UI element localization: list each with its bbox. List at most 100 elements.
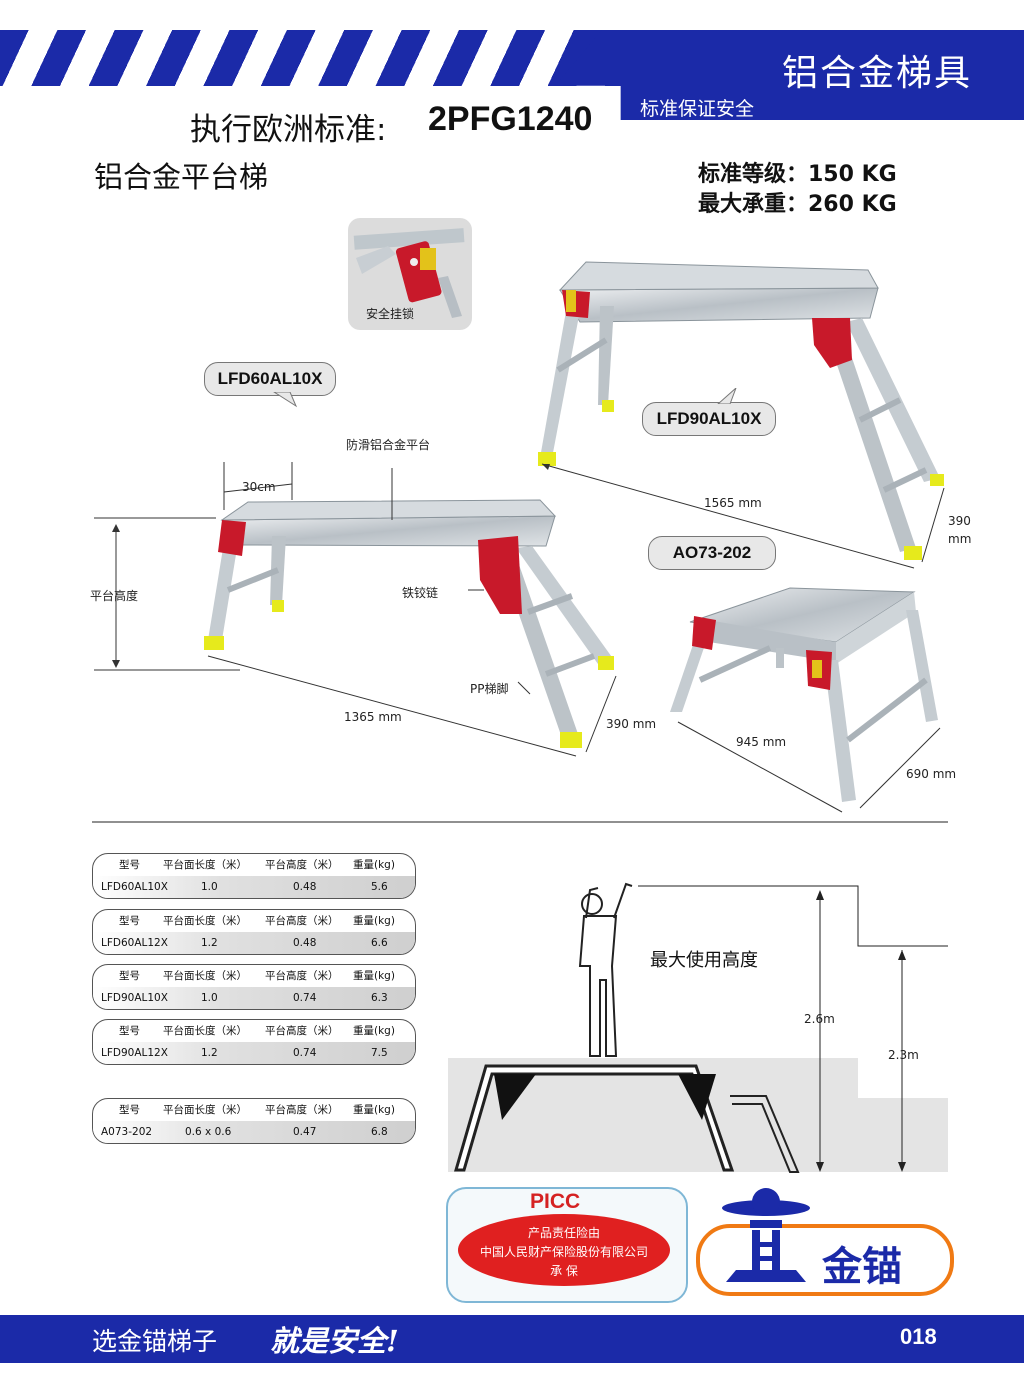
callout-model-b: LFD90AL10X: [642, 402, 776, 436]
footer-slogan: 选金锚梯子: [92, 1327, 218, 1356]
cell-weight: 5.6: [371, 881, 388, 893]
th-height: 平台高度（米）: [265, 970, 339, 982]
cell-weight: 7.5: [371, 1047, 388, 1059]
page-number: 018: [900, 1324, 937, 1349]
th-model: 型号: [119, 859, 140, 871]
th-length: 平台面长度（米）: [163, 859, 247, 871]
spec-table-2: 型号 平台面长度（米） 平台高度（米） 重量(kg) LFD60AL12X 1.…: [92, 909, 416, 955]
th-height: 平台高度（米）: [265, 1104, 339, 1116]
dim-1365-label: 1365 mm: [344, 710, 402, 724]
max-load: 最大承重：260 KG: [698, 192, 897, 217]
spec-table-5: 型号 平台面长度（米） 平台高度（米） 重量(kg) A073-202 0.6 …: [92, 1098, 416, 1144]
ladder-lfd60: [94, 462, 617, 757]
dim-390b-label: 390: [948, 514, 971, 528]
dim-390a-label: 390 mm: [606, 717, 657, 731]
cell-height: 0.47: [293, 1126, 317, 1138]
anchor-person-icon: [722, 1188, 810, 1282]
th-length: 平台面长度（米）: [163, 1104, 247, 1116]
th-weight: 重量(kg): [353, 915, 395, 927]
brand-name: 金锚: [822, 1244, 902, 1290]
table-row: LFD60AL10X 1.0 0.48 5.6: [93, 876, 415, 898]
table-row: LFD90AL12X 1.2 0.74 7.5: [93, 1042, 415, 1064]
max-use-height-label: 最大使用高度: [650, 950, 758, 971]
footer-slogan-emphasis: 就是安全!: [270, 1324, 399, 1358]
cell-height: 0.48: [293, 881, 317, 893]
cell-height: 0.48: [293, 937, 317, 949]
picc-title: PICC: [530, 1190, 581, 1213]
cell-weight: 6.6: [371, 937, 388, 949]
picc-oval: [458, 1214, 670, 1286]
cell-height: 0.74: [293, 1047, 317, 1059]
ladders-illustration: [92, 261, 948, 823]
safety-lock-image: [353, 228, 465, 318]
header-blue-panel: [555, 30, 1024, 120]
height-26-label: 2.6m: [804, 1012, 835, 1026]
cell-length: 1.2: [201, 937, 218, 949]
width-30-label: 30cm: [242, 480, 276, 494]
rating-grade: 标准等级：150 KG: [698, 162, 897, 187]
iron-hinge-label: 铁铰链: [402, 586, 439, 600]
callout-model-a: LFD60AL10X: [204, 362, 336, 396]
table-header-row: 型号 平台面长度（米） 平台高度（米） 重量(kg): [93, 1099, 415, 1121]
dim-1565-label: 1565 mm: [704, 496, 762, 510]
cell-length: 0.6 x 0.6: [185, 1126, 232, 1138]
brand-logo-frame: [696, 1224, 954, 1296]
th-weight: 重量(kg): [353, 859, 395, 871]
table-row: LFD60AL12X 1.2 0.48 6.6: [93, 932, 415, 954]
cell-weight: 6.3: [371, 992, 388, 1004]
callout-model-c: AO73-202: [648, 536, 776, 570]
picc-line3: 承 保: [550, 1264, 578, 1278]
spec-table-4: 型号 平台面长度（米） 平台高度（米） 重量(kg) LFD90AL12X 1.…: [92, 1019, 416, 1065]
table-row: A073-202 0.6 x 0.6 0.47 6.8: [93, 1121, 415, 1143]
spec-table-1: 型号 平台面长度（米） 平台高度（米） 重量(kg) LFD60AL10X 1.…: [92, 853, 416, 899]
spec-table-3: 型号 平台面长度（米） 平台高度（米） 重量(kg) LFD90AL10X 1.…: [92, 964, 416, 1010]
table-header-row: 型号 平台面长度（米） 平台高度（米） 重量(kg): [93, 854, 415, 876]
th-length: 平台面长度（米）: [163, 915, 247, 927]
th-model: 型号: [119, 970, 140, 982]
max-height-diagram: [448, 882, 948, 1173]
th-length: 平台面长度（米）: [163, 1025, 247, 1037]
callout-b-tail: [717, 388, 737, 404]
cell-length: 1.2: [201, 1047, 218, 1059]
picc-line1: 产品责任险由: [527, 1226, 600, 1240]
cell-model: LFD60AL12X: [101, 937, 168, 949]
cell-height: 0.74: [293, 992, 317, 1004]
cell-length: 1.0: [201, 881, 218, 893]
cell-length: 1.0: [201, 992, 218, 1004]
header-stripes: [0, 30, 640, 86]
dim-945-label: 945 mm: [736, 735, 787, 749]
table-header-row: 型号 平台面长度（米） 平台高度（米） 重量(kg): [93, 910, 415, 932]
product-name: 铝合金平台梯: [94, 160, 269, 194]
th-height: 平台高度（米）: [265, 915, 339, 927]
pp-feet-label: PP梯脚: [470, 682, 509, 696]
height-23-label: 2.3m: [888, 1048, 919, 1062]
th-weight: 重量(kg): [353, 1025, 395, 1037]
th-model: 型号: [119, 1104, 140, 1116]
th-weight: 重量(kg): [353, 1104, 395, 1116]
ladder-ao73: [670, 587, 941, 813]
category-title: 铝合金梯具: [781, 53, 972, 94]
safety-lock-label: 安全挂锁: [366, 307, 415, 321]
table-row: LFD90AL10X 1.0 0.74 6.3: [93, 987, 415, 1009]
table-header-row: 型号 平台面长度（米） 平台高度（米） 重量(kg): [93, 965, 415, 987]
th-height: 平台高度（米）: [265, 1025, 339, 1037]
cell-model: LFD60AL10X: [101, 881, 168, 893]
standard-code: 2PFG1240: [428, 100, 593, 138]
picc-line2: 中国人民财产保险股份有限公司: [479, 1245, 648, 1259]
person-figure: [578, 882, 633, 1057]
callout-a-tail: [273, 392, 298, 408]
safety-lock-inset: [348, 218, 472, 330]
th-model: 型号: [119, 1025, 140, 1037]
cell-model: LFD90AL12X: [101, 1047, 168, 1059]
table-header-row: 型号 平台面长度（米） 平台高度（米） 重量(kg): [93, 1020, 415, 1042]
platform-height-label: 平台高度: [90, 589, 139, 603]
standard-label: 执行欧洲标准:: [190, 112, 387, 148]
th-height: 平台高度（米）: [265, 859, 339, 871]
footer-bar: [0, 1315, 1024, 1363]
cell-model: LFD90AL10X: [101, 992, 168, 1004]
dim-690-label: 690 mm: [906, 767, 957, 781]
category-subtitle: 标准保证安全: [640, 98, 755, 120]
th-weight: 重量(kg): [353, 970, 395, 982]
cell-model: A073-202: [101, 1126, 153, 1138]
anti-slip-platform-label: 防滑铝合金平台: [346, 438, 431, 452]
